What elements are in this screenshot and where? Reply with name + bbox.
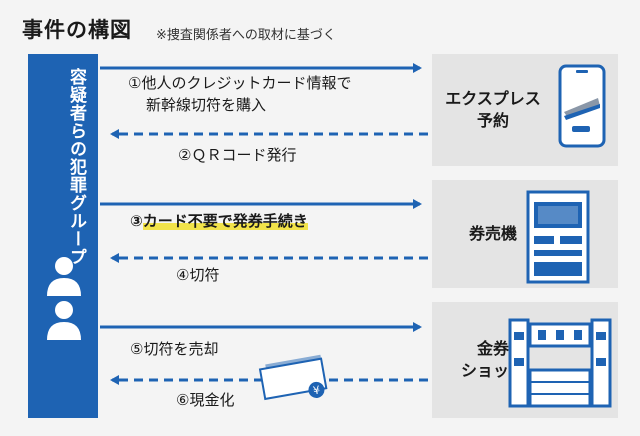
step-2-label: ②ＱＲコード発行 bbox=[178, 146, 297, 164]
express-reservation-label: エクスプレス 予約 bbox=[445, 89, 541, 130]
cash-icon: ¥ bbox=[258, 354, 328, 401]
person-icon bbox=[47, 301, 81, 340]
diagram-title: 事件の構図 bbox=[22, 18, 132, 42]
express-reservation-box: エクスプレス 予約 bbox=[432, 54, 618, 166]
ticket-machine-box: 券売機 bbox=[432, 180, 618, 288]
step-4-label: ④切符 bbox=[176, 266, 220, 284]
suspect-group-bar: 容疑者らの犯罪グループ bbox=[28, 54, 98, 418]
smartphone-icon bbox=[558, 64, 606, 148]
ticket-shop-shelf-icon bbox=[508, 318, 612, 408]
ticket-shop-box: 金券 ショップ bbox=[432, 302, 618, 418]
step-5-label: ⑤切符を売却 bbox=[130, 340, 219, 358]
step-3-label: ③カード不要で発券手続き bbox=[130, 212, 308, 230]
person-icon bbox=[47, 257, 81, 296]
source-note: ※捜査関係者への取材に基づく bbox=[156, 28, 336, 43]
suspect-group-label: 容疑者らの犯罪グループ bbox=[66, 68, 86, 266]
step-1-label: ①他人のクレジットカード情報で 新幹線切符を購入 bbox=[128, 74, 352, 114]
ticket-machine-icon bbox=[526, 190, 590, 284]
svg-text:¥: ¥ bbox=[312, 383, 321, 397]
step-3-highlight: カード不要で発券手続き bbox=[142, 212, 308, 230]
step-6-label: ⑥現金化 bbox=[176, 391, 235, 409]
ticket-machine-label: 券売機 bbox=[468, 224, 517, 243]
